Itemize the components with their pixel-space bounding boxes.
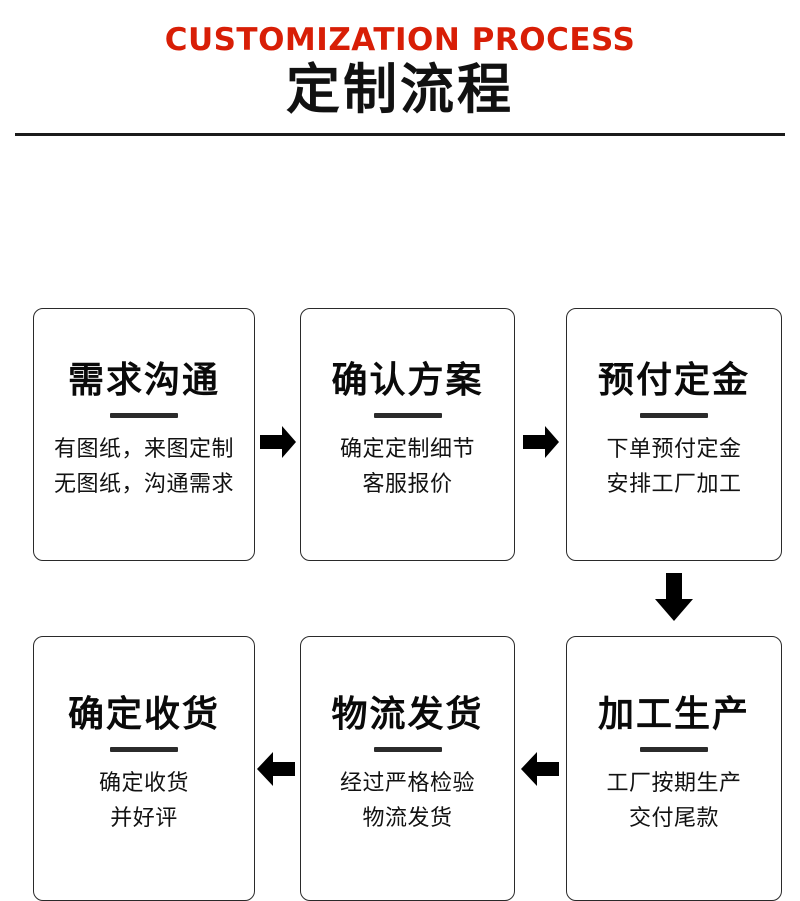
step-description-line: 交付尾款 xyxy=(628,806,719,832)
step-description-line: 经过严格检验 xyxy=(339,770,475,796)
step-description: 经过严格检验 物流发货 xyxy=(340,766,475,837)
step-description-line: 工厂按期生产 xyxy=(606,770,742,796)
step-description-line: 并好评 xyxy=(110,806,178,832)
page-title-english: CUSTOMIZATION PROCESS xyxy=(164,22,636,58)
process-step-card-5[interactable]: 物流发货 经过严格检验 物流发货 xyxy=(300,635,515,901)
step-description-line: 安排工厂加工 xyxy=(606,472,742,498)
step-description-line: 下单预付定金 xyxy=(606,436,742,462)
step-description-line: 无图纸，沟通需求 xyxy=(53,472,234,498)
process-step-card-2[interactable]: 确认方案 确定定制细节 客服报价 xyxy=(300,307,515,561)
arrow-left-icon xyxy=(521,751,559,786)
step-title-underline xyxy=(110,746,178,752)
arrow-right-icon xyxy=(523,425,559,458)
step-title-underline xyxy=(373,412,442,418)
step-description-line: 客服报价 xyxy=(362,472,453,498)
step-description-line: 确定定制细节 xyxy=(339,436,475,462)
step-title: 物流发货 xyxy=(331,694,484,736)
step-description: 工厂按期生产 交付尾款 xyxy=(606,766,741,837)
step-title-underline xyxy=(373,746,442,752)
step-description: 下单预付定金 安排工厂加工 xyxy=(606,432,741,503)
page-title-chinese: 定制流程 xyxy=(286,57,514,121)
step-title-underline xyxy=(640,412,708,418)
process-step-card-1[interactable]: 需求沟通 有图纸，来图定制 无图纸，沟通需求 xyxy=(33,307,255,561)
step-title: 确认方案 xyxy=(331,360,484,402)
process-step-card-3[interactable]: 预付定金 下单预付定金 安排工厂加工 xyxy=(566,307,782,561)
header-divider xyxy=(15,132,785,136)
process-step-card-6[interactable]: 确定收货 确定收货 并好评 xyxy=(33,635,255,901)
step-description-line: 有图纸，来图定制 xyxy=(53,436,234,462)
process-step-card-4[interactable]: 加工生产 工厂按期生产 交付尾款 xyxy=(566,635,782,901)
step-title: 加工生产 xyxy=(597,694,750,736)
step-title-underline xyxy=(640,746,708,752)
process-flow-diagram: 需求沟通 有图纸，来图定制 无图纸，沟通需求 确认方案 确定定制细节 客服报价 … xyxy=(0,136,800,901)
step-description-line: 物流发货 xyxy=(362,806,453,832)
step-title: 需求沟通 xyxy=(67,360,220,402)
step-description: 确定定制细节 客服报价 xyxy=(340,432,475,503)
arrow-down-icon xyxy=(655,572,693,621)
step-description: 确定收货 并好评 xyxy=(99,766,189,837)
step-description: 有图纸，来图定制 无图纸，沟通需求 xyxy=(54,432,234,503)
step-description-line: 确定收货 xyxy=(98,770,189,796)
arrow-right-icon xyxy=(260,425,296,458)
arrow-left-icon xyxy=(257,751,295,786)
step-title-underline xyxy=(110,412,178,418)
step-title: 预付定金 xyxy=(597,360,750,402)
step-title: 确定收货 xyxy=(67,694,220,736)
page-header: CUSTOMIZATION PROCESS 定制流程 xyxy=(0,0,800,136)
